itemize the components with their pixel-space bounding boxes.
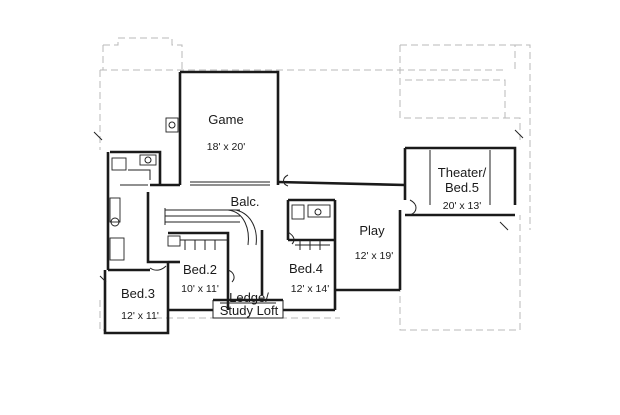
details — [93, 117, 524, 319]
room-loft: Ledge/ Study Loft — [220, 290, 279, 318]
room-bed4: Bed.4 12' x 14' — [289, 261, 329, 295]
room-theater-name-line2: Bed.5 — [445, 180, 479, 195]
room-bed4-size: 12' x 14' — [291, 283, 329, 295]
room-bed3: Bed.3 12' x 11' — [121, 286, 159, 322]
room-bed4-name: Bed.4 — [289, 261, 323, 276]
room-bed3-size: 12' x 11' — [121, 310, 159, 322]
room-bed2-name: Bed.2 — [183, 262, 217, 277]
room-theater-name-line1: Theater/ — [438, 165, 487, 180]
room-play-size: 12' x 19' — [355, 250, 393, 262]
walls — [103, 70, 517, 335]
room-game-size: 18' x 20' — [207, 141, 245, 153]
room-bed3-name: Bed.3 — [121, 286, 155, 301]
room-loft-name-line2: Study Loft — [220, 303, 279, 318]
room-balcony: Balc. — [231, 194, 260, 209]
room-theater: Theater/ Bed.5 20' x 13' — [438, 165, 487, 212]
room-bed2-size: 10' x 11' — [181, 283, 219, 295]
roof-outline — [99, 37, 531, 331]
room-play-name: Play — [359, 223, 385, 238]
room-theater-size: 20' x 13' — [443, 200, 481, 212]
room-play: Play 12' x 19' — [355, 223, 393, 262]
room-loft-name-line1: Ledge/ — [229, 290, 269, 305]
room-bed2: Bed.2 10' x 11' — [181, 262, 219, 295]
room-game-name: Game — [208, 112, 243, 127]
room-game: Game 18' x 20' — [207, 112, 245, 153]
room-balcony-name: Balc. — [231, 194, 260, 209]
